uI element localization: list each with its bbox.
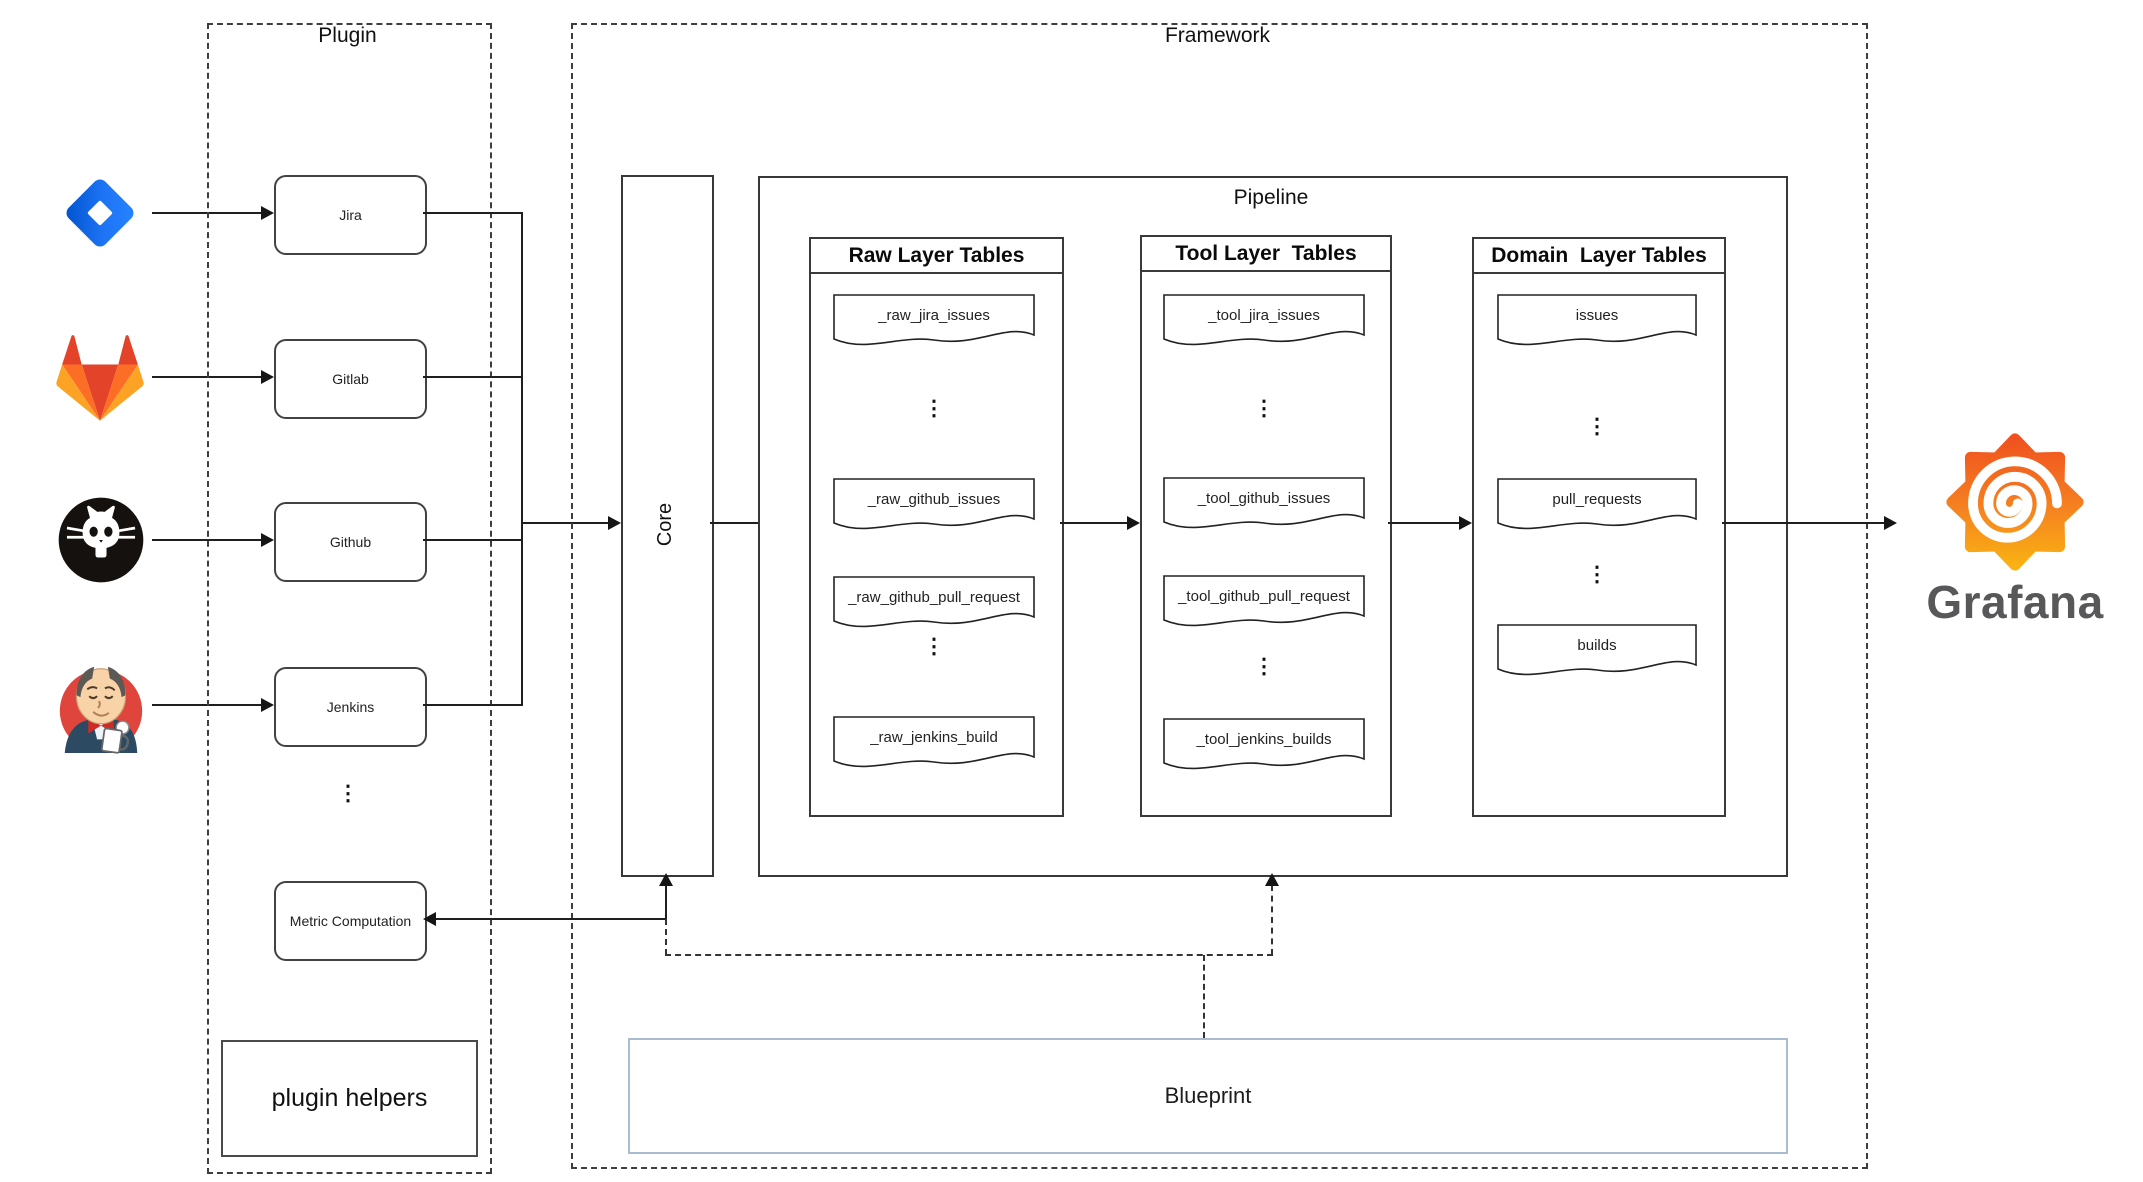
connector-to-core (521, 522, 609, 524)
blueprint-dashed-connector (665, 954, 1273, 956)
arrowhead (261, 698, 274, 712)
plugin-node-gitlab: Gitlab (274, 339, 427, 419)
arrowhead (261, 206, 274, 220)
table-tool-jira-issues: _tool_jira_issues (1163, 294, 1365, 352)
blueprint-dashed-connector (1271, 885, 1273, 955)
table-label: issues (1575, 306, 1619, 324)
arrowhead (261, 533, 274, 547)
domain-ellipsis: ⋮ (1586, 563, 1608, 586)
connector-stub (423, 212, 523, 214)
plugin-panel (207, 23, 492, 1174)
arrowhead (1884, 516, 1897, 530)
plugin-node-label: Gitlab (332, 371, 369, 387)
plugin-panel-title: Plugin (318, 24, 377, 47)
domain-layer-header: Domain Layer Tables (1474, 239, 1724, 274)
blueprint-dashed-connector (1203, 955, 1205, 1038)
plugin-ellipsis: ⋮ (337, 782, 359, 805)
table-raw-github-issues: _raw_github_issues (833, 478, 1035, 536)
table-label: _raw_jira_issues (878, 306, 990, 324)
table-raw-github-pull-request: _raw_github_pull_request (833, 576, 1035, 634)
plugin-node-jenkins: Jenkins (274, 667, 427, 747)
plugin-node-label: Github (329, 534, 372, 550)
connector-core-to-raw (710, 522, 797, 524)
framework-panel (571, 23, 1868, 1169)
table-label: _raw_jenkins_build (870, 728, 998, 746)
table-raw-jira-issues: _raw_jira_issues (833, 294, 1035, 352)
arrowhead (1459, 516, 1472, 530)
plugin-node-label: Jira (339, 207, 362, 223)
table-label: builds (1577, 636, 1617, 654)
table-tool-github-pull-request: _tool_github_pull_request (1163, 575, 1365, 633)
table-label: _tool_github_pull_request (1178, 587, 1350, 605)
plugin-helpers-box: plugin helpers (221, 1040, 478, 1157)
core-label: Core (653, 502, 676, 546)
table-builds: builds (1497, 624, 1697, 682)
tool-ellipsis: ⋮ (1253, 397, 1275, 420)
arrowhead (1127, 516, 1140, 530)
tool-layer-header: Tool Layer Tables (1142, 237, 1390, 272)
arrowhead (1265, 873, 1279, 886)
table-label: _raw_github_issues (867, 490, 1001, 508)
blueprint-dashed-connector (665, 919, 667, 955)
table-label: _raw_github_pull_request (848, 588, 1020, 606)
connector-stub (423, 539, 523, 541)
domain-ellipsis: ⋮ (1586, 415, 1608, 438)
tool-ellipsis: ⋮ (1253, 655, 1275, 678)
core-label-wrap: Core (621, 175, 710, 873)
raw-ellipsis: ⋮ (923, 397, 945, 420)
blueprint-box: Blueprint (628, 1038, 1788, 1154)
raw-ellipsis: ⋮ (923, 635, 945, 658)
table-pull-requests: pull_requests (1497, 478, 1697, 536)
core-box (621, 175, 714, 877)
table-tool-jenkins-builds: _tool_jenkins_builds (1163, 718, 1365, 776)
arrowhead (608, 516, 621, 530)
github-icon (55, 494, 147, 586)
connector-domain-to-grafana (1722, 522, 1885, 524)
table-label: _tool_github_issues (1197, 489, 1331, 507)
pipeline-title: Pipeline (1233, 186, 1309, 209)
framework-panel-title: Framework (1164, 24, 1270, 47)
table-label: _tool_jenkins_builds (1196, 730, 1332, 748)
blueprint-label: Blueprint (1164, 1083, 1252, 1108)
connector-stub (423, 376, 523, 378)
raw-layer-header: Raw Layer Tables (811, 239, 1062, 274)
table-label: pull_requests (1552, 490, 1642, 508)
connector-up-to-core (665, 885, 667, 919)
metric-computation-node: Metric Computation (274, 881, 427, 961)
plugin-helpers-label: plugin helpers (271, 1084, 428, 1112)
metric-computation-label: Metric Computation (289, 913, 412, 929)
jenkins-icon (52, 655, 150, 757)
arrowhead (261, 370, 274, 384)
collector-line (521, 212, 523, 706)
arrowhead (423, 912, 436, 926)
grafana-flame-icon (1945, 428, 2085, 576)
table-issues: issues (1497, 294, 1697, 352)
jira-icon (52, 165, 148, 261)
connector-stub (423, 704, 523, 706)
plugin-node-jira: Jira (274, 175, 427, 255)
connector-tool-to-domain (1388, 522, 1460, 524)
connector-to-metric-computation (435, 918, 666, 920)
table-raw-jenkins-build: _raw_jenkins_build (833, 716, 1035, 774)
plugin-node-label: Jenkins (326, 699, 375, 715)
connector-raw-to-tool (1060, 522, 1128, 524)
plugin-node-github: Github (274, 502, 427, 582)
table-label: _tool_jira_issues (1208, 306, 1320, 324)
grafana-wordmark: Grafana (1926, 576, 2104, 628)
table-tool-github-issues: _tool_github_issues (1163, 477, 1365, 535)
arrowhead (659, 873, 673, 886)
gitlab-icon (48, 327, 152, 427)
